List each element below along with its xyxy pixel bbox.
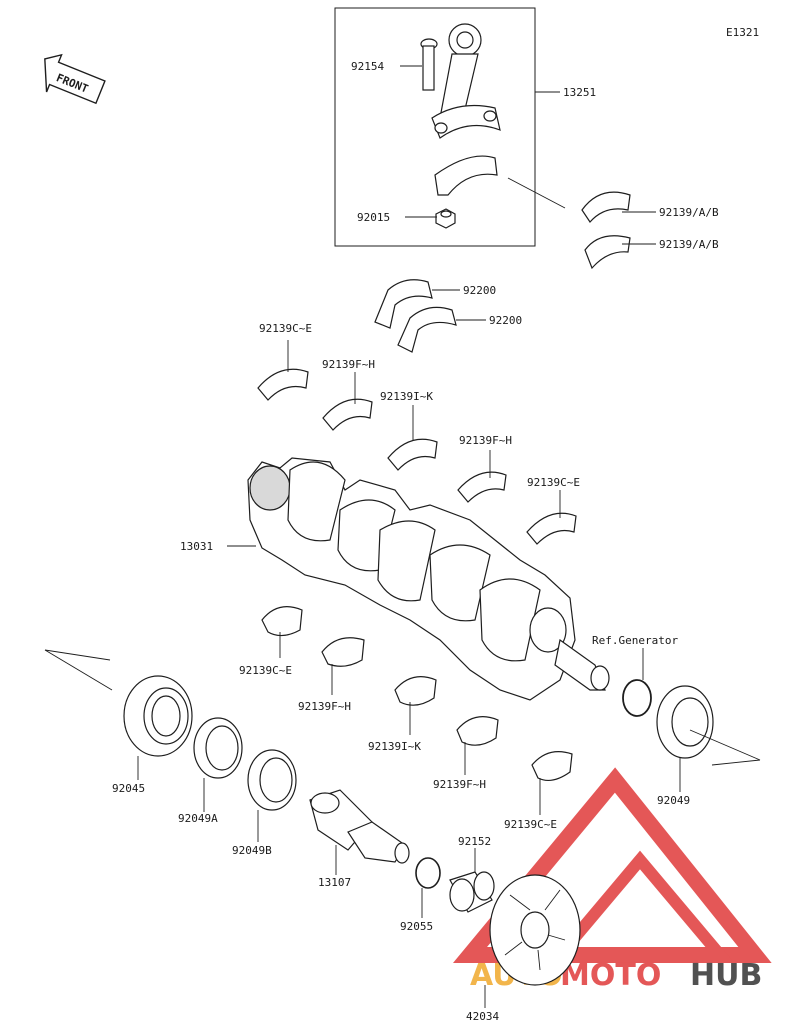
- watermark-text-moto: MOTO: [560, 958, 661, 993]
- label-42034: 42034: [466, 1010, 499, 1023]
- label-92139fh-2: 92139F~H: [459, 434, 512, 447]
- label-ref-generator: Ref.Generator: [592, 634, 678, 647]
- main-bearing-lower-1: [261, 606, 303, 637]
- circlip-92055: [415, 857, 441, 889]
- main-bearing-lower-2: [321, 637, 365, 667]
- connecting-rod: [431, 23, 501, 139]
- label-92200-2: 92200: [489, 314, 522, 327]
- front-arrow-icon: FRONT: [44, 53, 106, 105]
- sprocket-42034: [489, 874, 581, 986]
- rod-bearing-upper: [581, 191, 631, 223]
- shaft-13107: [309, 789, 410, 864]
- diagram-code: E1321: [726, 26, 759, 39]
- seal-92049a: [193, 717, 243, 779]
- label-13251: 13251: [563, 86, 596, 99]
- label-92139ce-1: 92139C~E: [259, 322, 312, 335]
- label-92139ce-2: 92139C~E: [527, 476, 580, 489]
- label-92139fh-4: 92139F~H: [433, 778, 486, 791]
- bearing-92152: [449, 871, 495, 913]
- thrust-washer-1: [374, 279, 433, 329]
- main-bearing-upper-5: [526, 512, 577, 545]
- label-92200-1: 92200: [463, 284, 496, 297]
- crankshaft: [247, 457, 610, 701]
- label-92015: 92015: [357, 211, 390, 224]
- label-92045: 92045: [112, 782, 145, 795]
- label-13031: 13031: [180, 540, 213, 553]
- label-13107: 13107: [318, 876, 351, 889]
- main-bearing-lower-4: [456, 716, 499, 746]
- rod-cap: [434, 155, 498, 196]
- label-92139ik-1: 92139I~K: [380, 390, 433, 403]
- label-92139ab-2: 92139/A/B: [659, 238, 719, 251]
- label-92152: 92152: [458, 835, 491, 848]
- thrust-washer-2: [397, 306, 457, 353]
- main-bearing-lower-5: [531, 751, 573, 782]
- label-92049b: 92049B: [232, 844, 272, 857]
- rod-nut: [435, 208, 456, 229]
- o-ring-generator: [622, 679, 652, 717]
- rod-bolt: [420, 38, 438, 91]
- label-92055: 92055: [400, 920, 433, 933]
- watermark-text-hub: HUB: [690, 958, 762, 993]
- main-bearing-upper-3: [387, 438, 438, 471]
- seal-92049: [656, 685, 714, 759]
- rod-bearing-lower: [584, 235, 631, 270]
- label-92139fh-3: 92139F~H: [298, 700, 351, 713]
- label-92049: 92049: [657, 794, 690, 807]
- main-bearing-upper-2: [322, 398, 373, 431]
- connecting-rod-group-box: [334, 7, 536, 247]
- oil-seal-92045: [123, 675, 193, 757]
- label-92049a: 92049A: [178, 812, 218, 825]
- leader-lines: [44, 65, 761, 1008]
- label-92139ab-1: 92139/A/B: [659, 206, 719, 219]
- main-bearing-lower-3: [394, 676, 437, 706]
- main-bearing-upper-4: [457, 471, 507, 503]
- seal-92049b: [247, 749, 297, 811]
- label-92139ce-3: 92139C~E: [239, 664, 292, 677]
- main-bearing-upper-1: [257, 368, 309, 401]
- label-92139ce-4: 92139C~E: [504, 818, 557, 831]
- label-92139ik-2: 92139I~K: [368, 740, 421, 753]
- label-92139fh-1: 92139F~H: [322, 358, 375, 371]
- label-92154: 92154: [351, 60, 384, 73]
